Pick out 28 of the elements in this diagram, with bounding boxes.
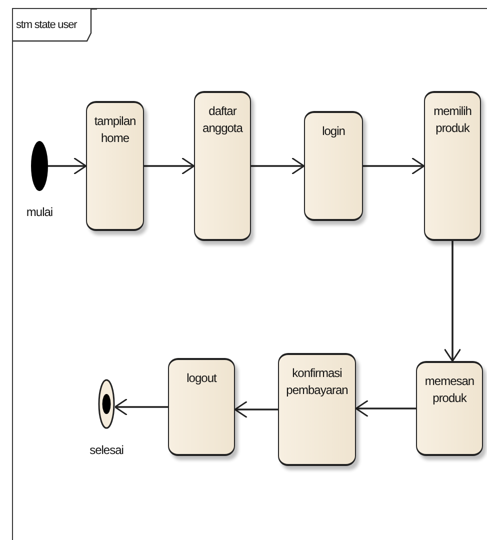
state-box bbox=[168, 358, 235, 456]
final-state bbox=[98, 379, 115, 429]
transition-arrow bbox=[114, 398, 168, 416]
initial-state bbox=[31, 141, 48, 191]
transition-arrow bbox=[251, 157, 305, 175]
state-name: memilih produk bbox=[432, 103, 472, 138]
state-name: logout bbox=[186, 370, 218, 387]
transition-arrow bbox=[363, 157, 425, 175]
state-box bbox=[278, 353, 356, 466]
frame-title: stm state user bbox=[16, 19, 77, 31]
state-name: login bbox=[321, 123, 346, 140]
transition-arrow bbox=[144, 157, 195, 175]
transition-arrow bbox=[444, 241, 462, 362]
state-box bbox=[424, 91, 481, 241]
transition-arrow bbox=[234, 400, 278, 418]
transition-arrow bbox=[48, 157, 87, 175]
state-box bbox=[416, 361, 483, 456]
state-box bbox=[194, 91, 251, 241]
state-name: memesan produk bbox=[424, 373, 476, 408]
state-box bbox=[86, 101, 144, 231]
state-machine-frame bbox=[12, 8, 487, 540]
state-name: daftar anggota bbox=[202, 103, 244, 138]
state-label: selesai bbox=[90, 443, 124, 457]
state-box bbox=[304, 111, 363, 221]
state-name: tampilan home bbox=[93, 113, 137, 148]
state-label: mulai bbox=[26, 205, 53, 219]
transition-arrow bbox=[355, 400, 416, 418]
state-name: konfirmasi pembayaran bbox=[285, 365, 349, 400]
